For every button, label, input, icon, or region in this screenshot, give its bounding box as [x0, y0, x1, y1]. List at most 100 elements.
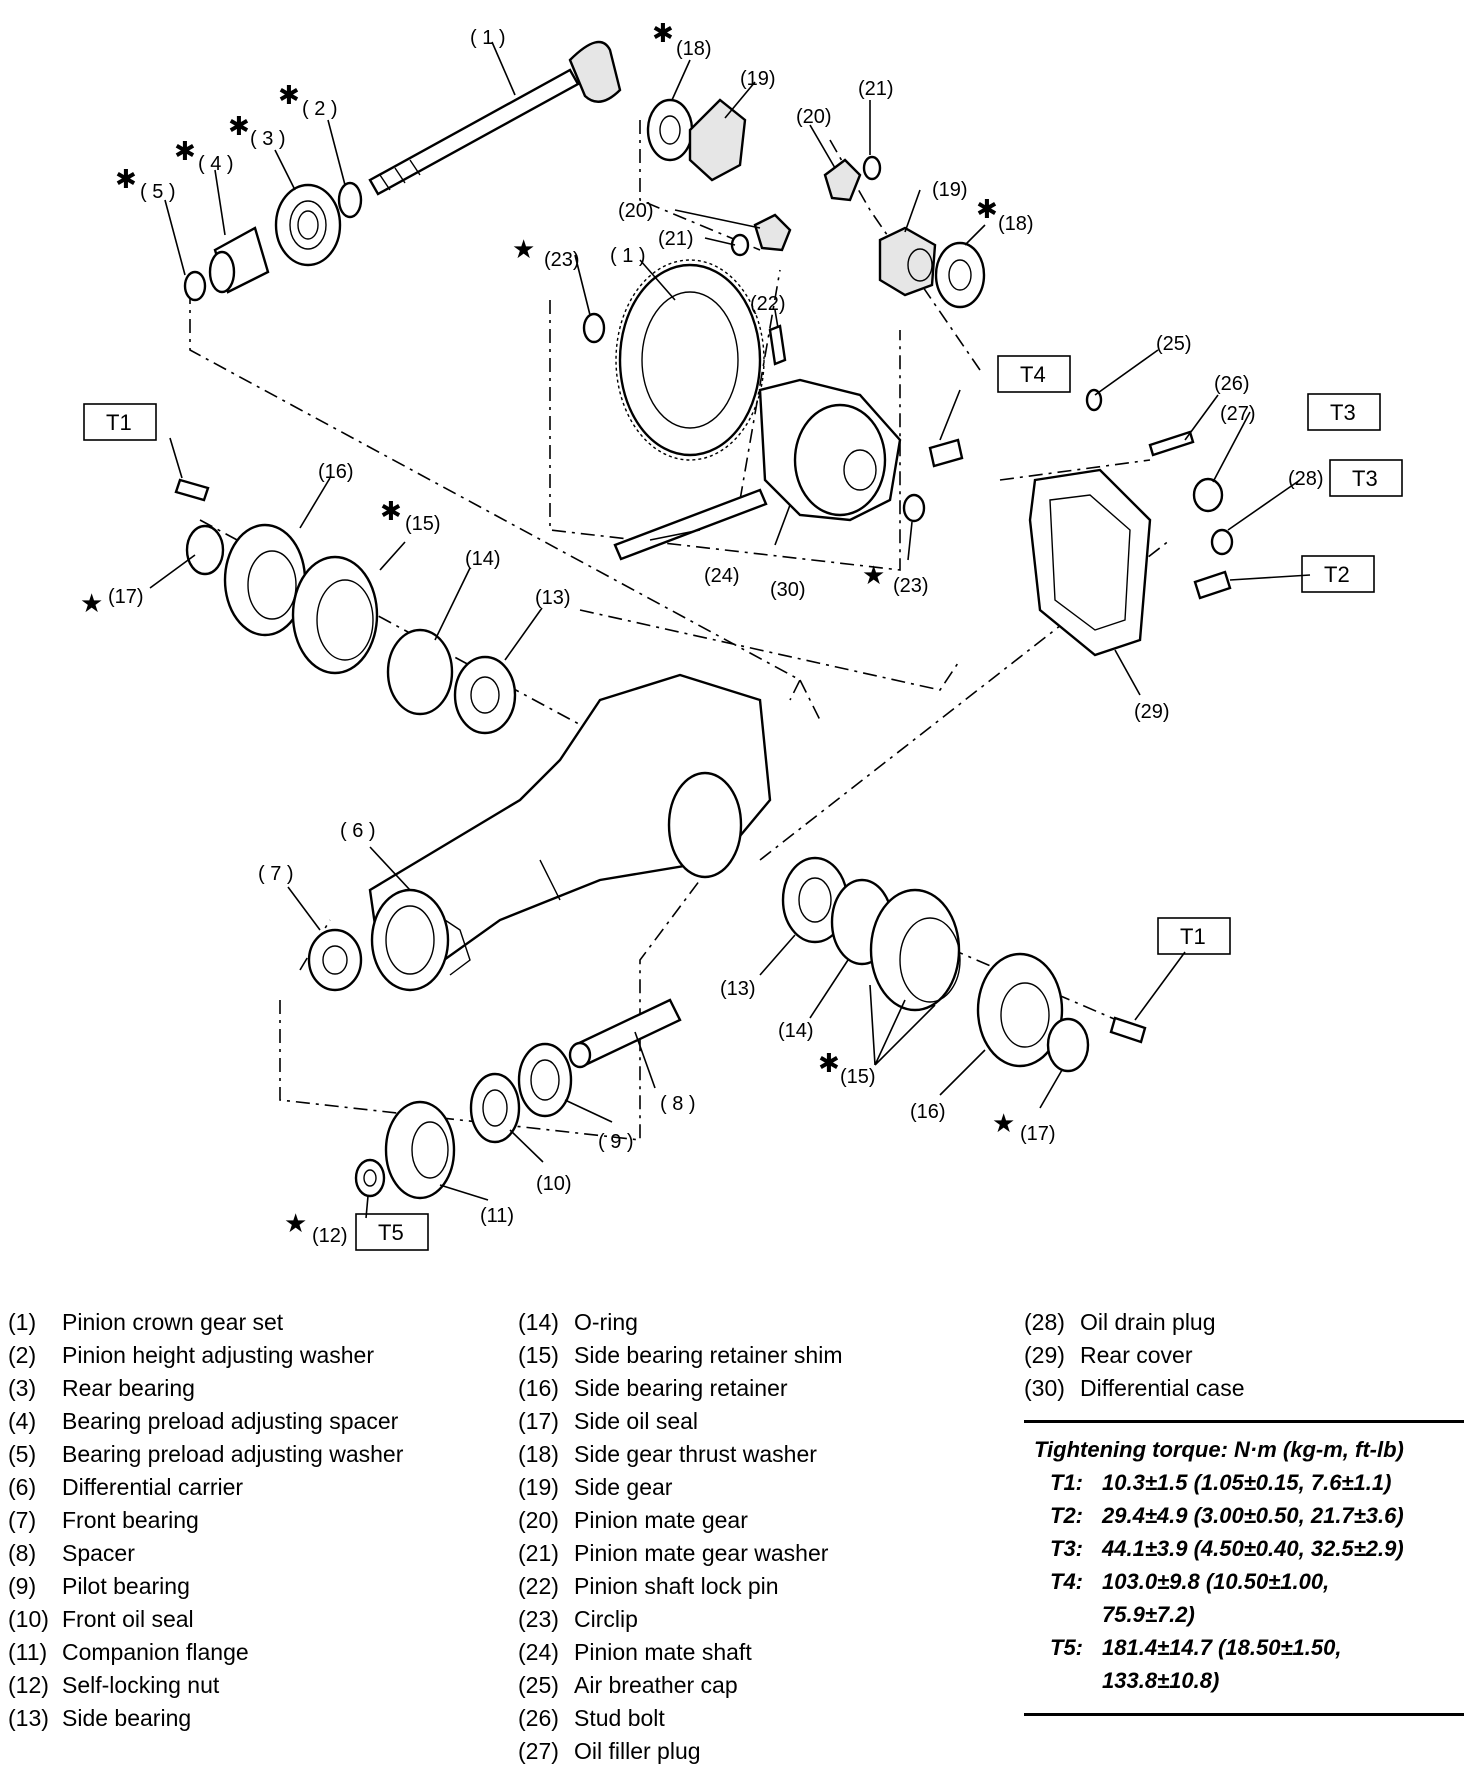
legend-item: (1)Pinion crown gear set: [8, 1306, 448, 1339]
part-17-side-oil-seal-left: [185, 524, 225, 576]
label-25: (25): [1156, 333, 1192, 355]
legend-item: (14)O-ring: [518, 1306, 918, 1339]
torque-box-t3-a: T3: [1330, 400, 1356, 425]
legend-item-text: Pinion shaft lock pin: [574, 1573, 779, 1599]
label-2: ( 2 ): [302, 98, 338, 120]
legend-item-number: (20): [518, 1507, 559, 1533]
legend-item-number: (14): [518, 1309, 559, 1335]
part-13-side-bearing-left: [453, 655, 517, 735]
star-mark: ★: [80, 589, 103, 619]
torque-box-t1-left: T1: [106, 410, 132, 435]
label-29: (29): [1134, 701, 1170, 723]
label-19-right: (19): [932, 179, 968, 201]
legend-item-text: Side oil seal: [574, 1408, 699, 1434]
star-mark: ★: [862, 561, 885, 591]
label-13-right: (13): [720, 978, 756, 1000]
part-3-rear-bearing: [274, 183, 342, 267]
legend-item-number: (3): [8, 1375, 37, 1401]
part-4-spacer: [208, 226, 270, 294]
torque-value: 181.4±14.7 (18.50±1.50, 133.8±10.8): [1102, 1635, 1342, 1693]
legend-item-text: Differential case: [1080, 1375, 1245, 1401]
part-21-washer-top: [862, 155, 882, 181]
torque-heading: Tightening torque: N·m (kg-m, ft-lb): [1034, 1437, 1404, 1462]
label-28: (28): [1288, 468, 1324, 490]
label-4: ( 4 ): [198, 153, 234, 175]
legend-item-text: Companion flange: [62, 1639, 249, 1665]
legend-item-text: Front bearing: [62, 1507, 199, 1533]
legend-item: (30)Differential case: [1024, 1372, 1444, 1405]
part-2-washer: [337, 181, 363, 219]
label-7: ( 7 ): [258, 863, 294, 885]
legend-item-number: (29): [1024, 1342, 1065, 1368]
label-16-right: (16): [910, 1101, 946, 1123]
part-26-stud-bolt: [1148, 430, 1195, 457]
legend-item: (3) Rear bearing: [8, 1372, 448, 1405]
label-12: (12): [312, 1225, 348, 1247]
label-30: (30): [770, 579, 806, 601]
legend-item-text: Side bearing retainer shim: [574, 1342, 843, 1368]
torque-row: T3:44.1±3.9 (4.50±0.40, 32.5±2.9): [1024, 1532, 1464, 1565]
legend-item-text: Bearing preload adjusting spacer: [62, 1408, 399, 1434]
torque-key: T1:: [1050, 1470, 1083, 1495]
torque-key: T2:: [1050, 1503, 1083, 1528]
legend-item-number: (8): [8, 1540, 37, 1566]
legend-item-text: Side gear: [574, 1474, 673, 1500]
torque-value: 103.0±9.8 (10.50±1.00, 75.9±7.2): [1102, 1569, 1330, 1627]
legend-column-1: (1)Pinion crown gear set(2)Pinion height…: [8, 1306, 448, 1735]
part-12-self-locking-nut: [354, 1158, 386, 1198]
part-30-differential-case: [758, 378, 902, 522]
part-24-pinion-mate-shaft: [613, 488, 768, 561]
label-23-left: (23): [544, 249, 580, 271]
torque-box-t4: T4: [1020, 362, 1046, 387]
legend-item: (9)Pilot bearing: [8, 1570, 448, 1603]
legend-item-number: (22): [518, 1573, 559, 1599]
part-18-washer-right: [934, 241, 986, 309]
label-13-left: (13): [535, 587, 571, 609]
legend-item-number: (13): [8, 1705, 49, 1731]
legend-item-text: Oil drain plug: [1080, 1309, 1216, 1335]
legend-item-number: (7): [8, 1507, 37, 1533]
star-mark: ★: [284, 1209, 307, 1239]
part-15-shim-right: [869, 888, 961, 1012]
asterisk-mark: ✱: [174, 137, 196, 167]
legend-item-text: Rear bearing: [62, 1375, 195, 1401]
label-21-top: (21): [858, 78, 894, 100]
legend-item-text: Pinion crown gear set: [62, 1309, 284, 1335]
label-8: ( 8 ): [660, 1093, 696, 1115]
part-16-side-bearing-retainer-left: [223, 523, 307, 637]
legend-item-number: (23): [518, 1606, 559, 1632]
legend-item-number: (10): [8, 1606, 49, 1632]
asterisk-mark: ✱: [228, 112, 250, 142]
marks: ✱ ✱ ✱ ✱ ✱ ✱ ✱ ✱ ★ ★ ★ ★ ★: [80, 19, 1015, 1239]
label-20-top: (20): [796, 106, 832, 128]
torque-box-t2: T2: [1324, 562, 1350, 587]
torque-box-t5: T5: [378, 1220, 404, 1245]
legend-item: (11)Companion flange: [8, 1636, 448, 1669]
legend-item: (13)Side bearing: [8, 1702, 448, 1735]
torque-specification-table: Tightening torque: N·m (kg-m, ft-lb) T1:…: [1024, 1420, 1464, 1716]
part-11-companion-flange: [384, 1100, 456, 1200]
part-t1-bolt-right: [1109, 1016, 1147, 1044]
legend-item: (2)Pinion height adjusting washer: [8, 1339, 448, 1372]
label-22: (22): [750, 293, 786, 315]
legend-item-text: Differential carrier: [62, 1474, 244, 1500]
part-25-air-breather-cap: [1085, 388, 1103, 412]
legend-item: (28)Oil drain plug: [1024, 1306, 1444, 1339]
part-5-washer: [183, 270, 207, 302]
legend-item-number: (27): [518, 1738, 559, 1764]
legend-item-text: Front oil seal: [62, 1606, 194, 1632]
legend-item: (23)Circlip: [518, 1603, 918, 1636]
part-8-spacer: [568, 998, 682, 1069]
torque-row: T1:10.3±1.5 (1.05±0.15, 7.6±1.1): [1024, 1466, 1464, 1499]
label-18-right: (18): [998, 213, 1034, 235]
label-14-right: (14): [778, 1020, 814, 1042]
legend-item: (25)Air breather cap: [518, 1669, 918, 1702]
legend-item-text: Side bearing retainer: [574, 1375, 788, 1401]
pinion-shaft: [368, 40, 622, 196]
torque-row: T4:103.0±9.8 (10.50±1.00, 75.9±7.2): [1024, 1565, 1464, 1631]
legend-item-text: Spacer: [62, 1540, 135, 1566]
legend-item-text: Stud bolt: [574, 1705, 665, 1731]
legend-item: (24)Pinion mate shaft: [518, 1636, 918, 1669]
part-28-oil-drain-plug: [1210, 528, 1234, 556]
torque-row: T5:181.4±14.7 (18.50±1.50, 133.8±10.8): [1024, 1631, 1464, 1697]
